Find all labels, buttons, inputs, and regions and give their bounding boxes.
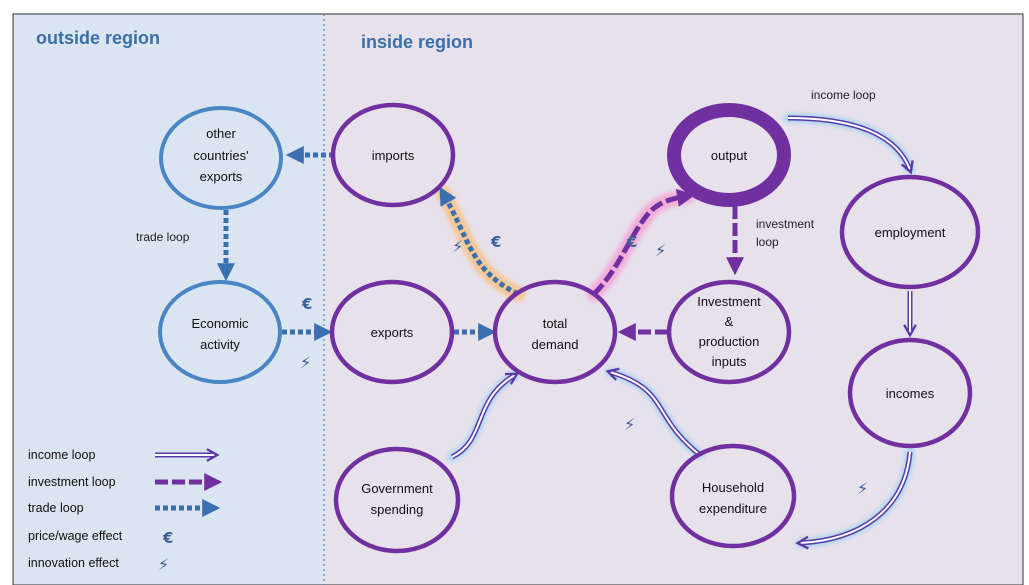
node-output: output [667, 103, 791, 207]
node-total-demand: total demand [492, 279, 618, 385]
node-label-line: spending [371, 502, 424, 517]
income-arrow-output-to-employment [783, 113, 915, 175]
node-label-line: output [711, 148, 748, 163]
node-label-line: production [699, 334, 760, 349]
node-label-line: incomes [886, 386, 935, 401]
investment-arrow-total-demand-to-output [586, 188, 696, 302]
inside-region-title: inside region [361, 32, 473, 52]
legend-label-income: income loop [28, 448, 95, 462]
legend-price-icon: € [162, 529, 173, 547]
node-label-line: countries' [193, 148, 248, 163]
legend-label-trade: trade loop [28, 501, 84, 515]
price-wage-effect-icon: € [301, 295, 312, 313]
diagram-frame [12, 13, 1024, 585]
node-label-line: other [206, 126, 236, 141]
node-label-line: Household [702, 480, 764, 495]
price-wage-effect-icon: € [626, 233, 637, 251]
innovation-effect-icon: ⚡ [655, 241, 666, 260]
outside-region-title: outside region [36, 28, 160, 48]
price-wage-effect-icon: € [490, 233, 501, 251]
income-arrow-household-to-total-demand [610, 367, 705, 460]
node-label-line: Economic [191, 316, 249, 331]
node-employment: employment [839, 174, 981, 290]
legend: income loop investment loop trade loop p… [28, 448, 223, 574]
node-label-line: & [725, 314, 734, 329]
investment-loop-label-line: loop [756, 235, 779, 249]
node-exports: exports [329, 279, 455, 385]
innovation-effect-icon: ⚡ [624, 415, 635, 434]
node-label-line: imports [372, 148, 415, 163]
investment-loop-label-line: investment [756, 217, 815, 231]
node-incomes: incomes [847, 337, 973, 449]
legend-label-investment: investment loop [28, 475, 116, 489]
income-loop-label: income loop [811, 88, 876, 102]
node-label-line: inputs [712, 354, 747, 369]
innovation-effect-icon: ⚡ [857, 479, 868, 498]
node-label-line: total [543, 316, 568, 331]
node-imports: imports [330, 102, 456, 208]
trade-arrow-total-demand-to-imports [435, 185, 526, 302]
node-household-expenditure: Household expenditure [669, 443, 797, 549]
innovation-effect-icon: ⚡ [452, 237, 463, 256]
outside-region-panel [13, 14, 324, 585]
node-economic-activity: Economic activity [158, 280, 282, 384]
income-arrow-incomes-to-household [800, 447, 915, 543]
legend-innovation-icon: ⚡ [158, 555, 169, 574]
trade-loop-label: trade loop [136, 230, 190, 244]
node-investment-production-inputs: Investment & production inputs [666, 279, 792, 385]
node-label-line: expenditure [699, 501, 767, 516]
node-label-line: activity [200, 337, 240, 352]
legend-label-innovation: innovation effect [28, 556, 119, 570]
arrows-layer [217, 113, 915, 543]
income-arrow-government-to-total-demand [447, 370, 520, 462]
node-label-line: Investment [697, 294, 761, 309]
node-label-line: exports [371, 325, 414, 340]
innovation-effect-icon: ⚡ [300, 353, 311, 372]
node-label-line: Government [361, 481, 433, 496]
node-label-line: employment [875, 225, 946, 240]
legend-label-price: price/wage effect [28, 529, 123, 543]
node-label-line: demand [532, 337, 579, 352]
node-other-countries-exports: other countries' exports [159, 106, 283, 210]
node-government-spending: Government spending [333, 446, 461, 554]
node-label-line: exports [200, 169, 243, 184]
